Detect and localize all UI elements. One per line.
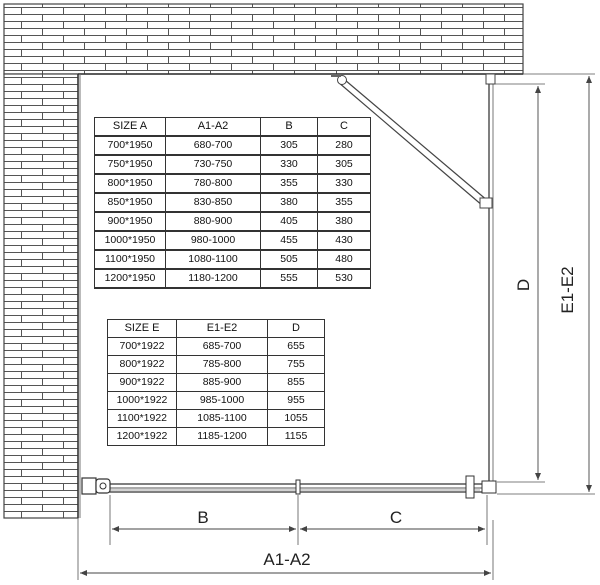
table-e-header-cell: D — [267, 319, 325, 338]
table-cell: 1200*1950 — [94, 268, 166, 289]
table-cell: 755 — [267, 355, 325, 374]
front-door — [81, 475, 497, 499]
table-row: 900*1950 880-900 405 380 — [94, 211, 371, 232]
table-cell: 380 — [317, 211, 371, 232]
table-cell: 405 — [260, 211, 318, 232]
table-cell: 355 — [317, 192, 371, 213]
table-cell: 855 — [267, 373, 325, 392]
table-cell: 785-800 — [176, 355, 268, 374]
table-cell: 1185-1200 — [176, 427, 268, 446]
table-cell: 900*1922 — [107, 373, 177, 392]
table-cell: 505 — [260, 249, 318, 270]
table-cell: 885-900 — [176, 373, 268, 392]
table-cell: 430 — [317, 230, 371, 251]
table-cell: 480 — [317, 249, 371, 270]
table-row: 750*1950 730-750 330 305 — [94, 154, 371, 175]
table-cell: 1000*1922 — [107, 391, 177, 410]
table-cell: 555 — [260, 268, 318, 289]
dimension-c-label: C — [390, 508, 402, 527]
table-cell: 305 — [260, 135, 318, 156]
table-cell: 655 — [267, 337, 325, 356]
table-cell: 1080-1100 — [165, 249, 261, 270]
table-cell: 830-850 — [165, 192, 261, 213]
table-cell: 700*1922 — [107, 337, 177, 356]
table-e-header-cell: E1-E2 — [176, 319, 268, 338]
table-e-header-row: SIZE E E1-E2 D — [107, 319, 325, 338]
table-row: 900*1922 885-900 855 — [107, 373, 325, 392]
table-a-header-cell: B — [260, 117, 318, 137]
table-a-header-cell: C — [317, 117, 371, 137]
table-cell: 380 — [260, 192, 318, 213]
table-row: 1200*1922 1185-1200 1155 — [107, 427, 325, 446]
table-row: 700*1922 685-700 655 — [107, 337, 325, 356]
table-cell: 850*1950 — [94, 192, 166, 213]
table-row: 800*1922 785-800 755 — [107, 355, 325, 374]
table-cell: 1100*1950 — [94, 249, 166, 270]
table-a-header-row: SIZE A A1-A2 B C — [94, 117, 371, 137]
table-row: 1100*1922 1085-1100 1055 — [107, 409, 325, 428]
table-row: 700*1950 680-700 305 280 — [94, 135, 371, 156]
table-a-header-cell: A1-A2 — [165, 117, 261, 137]
dimension-d: D — [495, 83, 545, 483]
table-cell: 1200*1922 — [107, 427, 177, 446]
table-cell: 880-900 — [165, 211, 261, 232]
table-cell: 1100*1922 — [107, 409, 177, 428]
wall-left — [3, 73, 79, 519]
table-a-header-cell: SIZE A — [94, 117, 166, 137]
table-row: 1100*1950 1080-1100 505 480 — [94, 249, 371, 270]
table-row: 1200*1950 1180-1200 555 530 — [94, 268, 371, 289]
table-cell: 800*1922 — [107, 355, 177, 374]
table-cell: 955 — [267, 391, 325, 410]
dimension-e1-e2-label: E1-E2 — [558, 266, 577, 313]
size-e-table: SIZE E E1-E2 D 700*1922 685-700 655 800*… — [107, 319, 325, 446]
table-cell: 355 — [260, 173, 318, 194]
dimension-d-label: D — [514, 279, 533, 291]
side-panel — [485, 73, 496, 485]
size-a-table: SIZE A A1-A2 B C 700*1950 680-700 305 28… — [94, 117, 371, 289]
stabilizer-bar — [331, 74, 493, 209]
table-cell: 1055 — [267, 409, 325, 428]
table-cell: 1000*1950 — [94, 230, 166, 251]
table-cell: 980-1000 — [165, 230, 261, 251]
wall-top — [3, 3, 524, 75]
table-row: 1000*1922 985-1000 955 — [107, 391, 325, 410]
table-cell: 685-700 — [176, 337, 268, 356]
table-cell: 800*1950 — [94, 173, 166, 194]
dimension-e1-e2: E1-E2 — [497, 73, 595, 495]
room-outline — [77, 73, 523, 518]
table-row: 1000*1950 980-1000 455 430 — [94, 230, 371, 251]
dimension-a1-a2: A1-A2 — [77, 518, 494, 580]
table-cell: 280 — [317, 135, 371, 156]
table-cell: 780-800 — [165, 173, 261, 194]
table-cell: 985-1000 — [176, 391, 268, 410]
dimension-a1-a2-label: A1-A2 — [263, 550, 310, 569]
table-cell: 530 — [317, 268, 371, 289]
table-cell: 1180-1200 — [165, 268, 261, 289]
dimension-b-label: B — [197, 508, 208, 527]
table-cell: 700*1950 — [94, 135, 166, 156]
dimension-b-c: B C — [109, 495, 488, 545]
table-cell: 330 — [260, 154, 318, 175]
table-cell: 330 — [317, 173, 371, 194]
table-cell: 750*1950 — [94, 154, 166, 175]
table-cell: 900*1950 — [94, 211, 166, 232]
table-row: 850*1950 830-850 380 355 — [94, 192, 371, 213]
table-cell: 730-750 — [165, 154, 261, 175]
table-e-header-cell: SIZE E — [107, 319, 177, 338]
table-row: 800*1950 780-800 355 330 — [94, 173, 371, 194]
table-cell: 455 — [260, 230, 318, 251]
table-cell: 1085-1100 — [176, 409, 268, 428]
table-cell: 1155 — [267, 427, 325, 446]
table-cell: 680-700 — [165, 135, 261, 156]
table-cell: 305 — [317, 154, 371, 175]
